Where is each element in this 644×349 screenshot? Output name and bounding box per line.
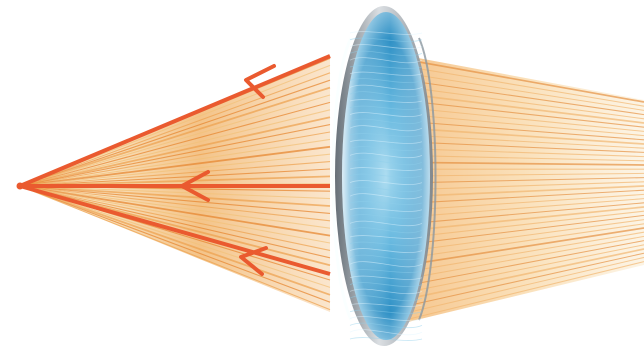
focal-point-icon [17,183,24,190]
